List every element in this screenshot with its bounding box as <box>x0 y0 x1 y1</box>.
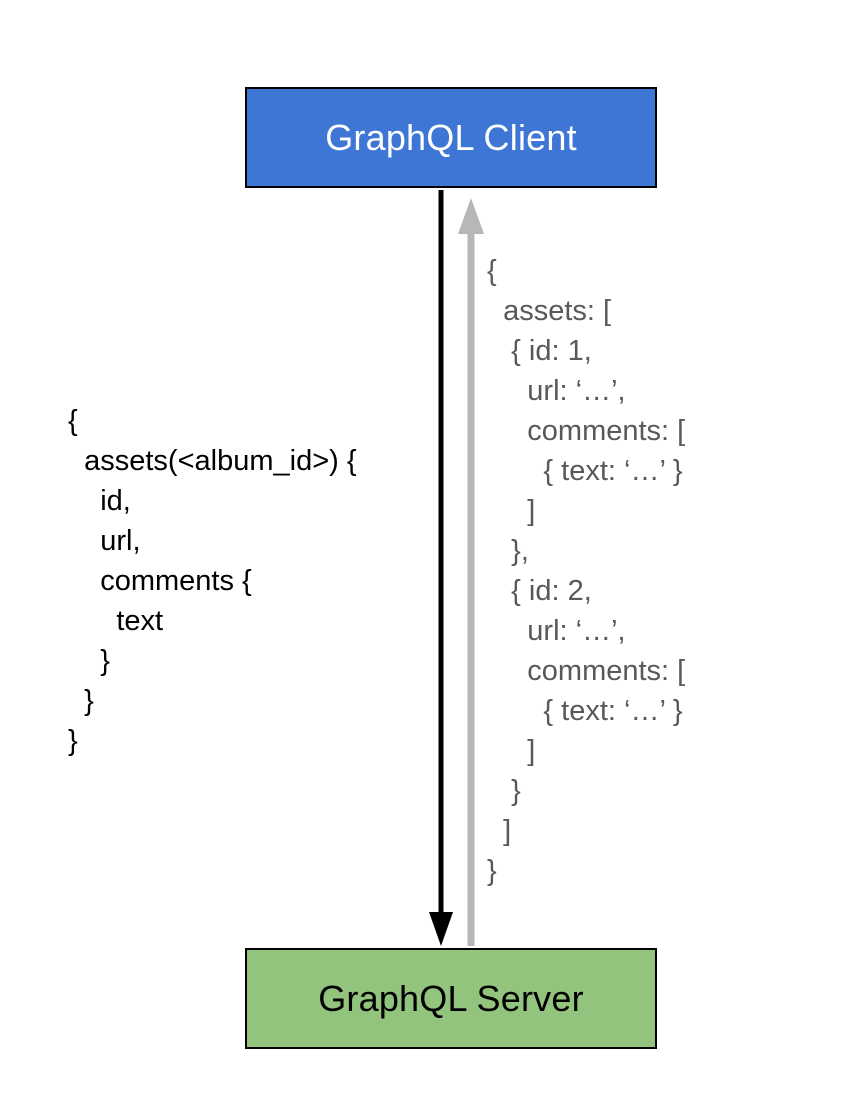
node-graphql-server[interactable]: GraphQL Server <box>245 948 657 1049</box>
graphql-query-text: { assets(<album_id>) { id, url, comments… <box>68 405 357 757</box>
node-graphql-server-label: GraphQL Server <box>318 977 584 1019</box>
node-graphql-client-label: GraphQL Client <box>325 116 577 158</box>
request-arrow-client-to-server <box>429 190 453 946</box>
graphql-response-text: { assets: [ { id: 1, url: ‘…’, comments:… <box>487 255 686 887</box>
response-arrow-head-icon <box>458 198 484 234</box>
node-graphql-client[interactable]: GraphQL Client <box>245 87 657 188</box>
response-arrow-server-to-client <box>458 198 484 946</box>
request-arrow-head-icon <box>429 912 453 946</box>
